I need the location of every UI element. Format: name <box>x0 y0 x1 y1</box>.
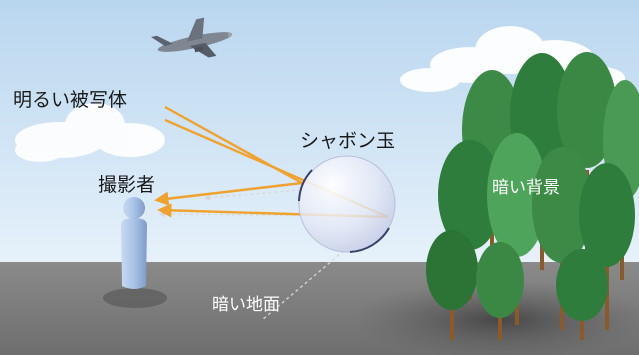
label-photographer: 撮影者 <box>98 174 156 196</box>
forest <box>426 52 639 340</box>
tree-icon <box>426 230 478 340</box>
label-bright-subject: 明るい被写体 <box>13 89 128 111</box>
label-soap-bubble: シャボン玉 <box>300 130 396 152</box>
person-icon <box>121 197 147 289</box>
tree-icon <box>556 249 608 340</box>
cloud-left <box>15 103 165 162</box>
soap-bubble <box>298 155 396 253</box>
tree-icon <box>476 242 524 340</box>
person-shadow <box>103 288 167 308</box>
label-dark-background: 暗い背景 <box>492 178 560 198</box>
label-dark-ground: 暗い地面 <box>212 295 280 315</box>
airplane-icon <box>151 17 233 58</box>
